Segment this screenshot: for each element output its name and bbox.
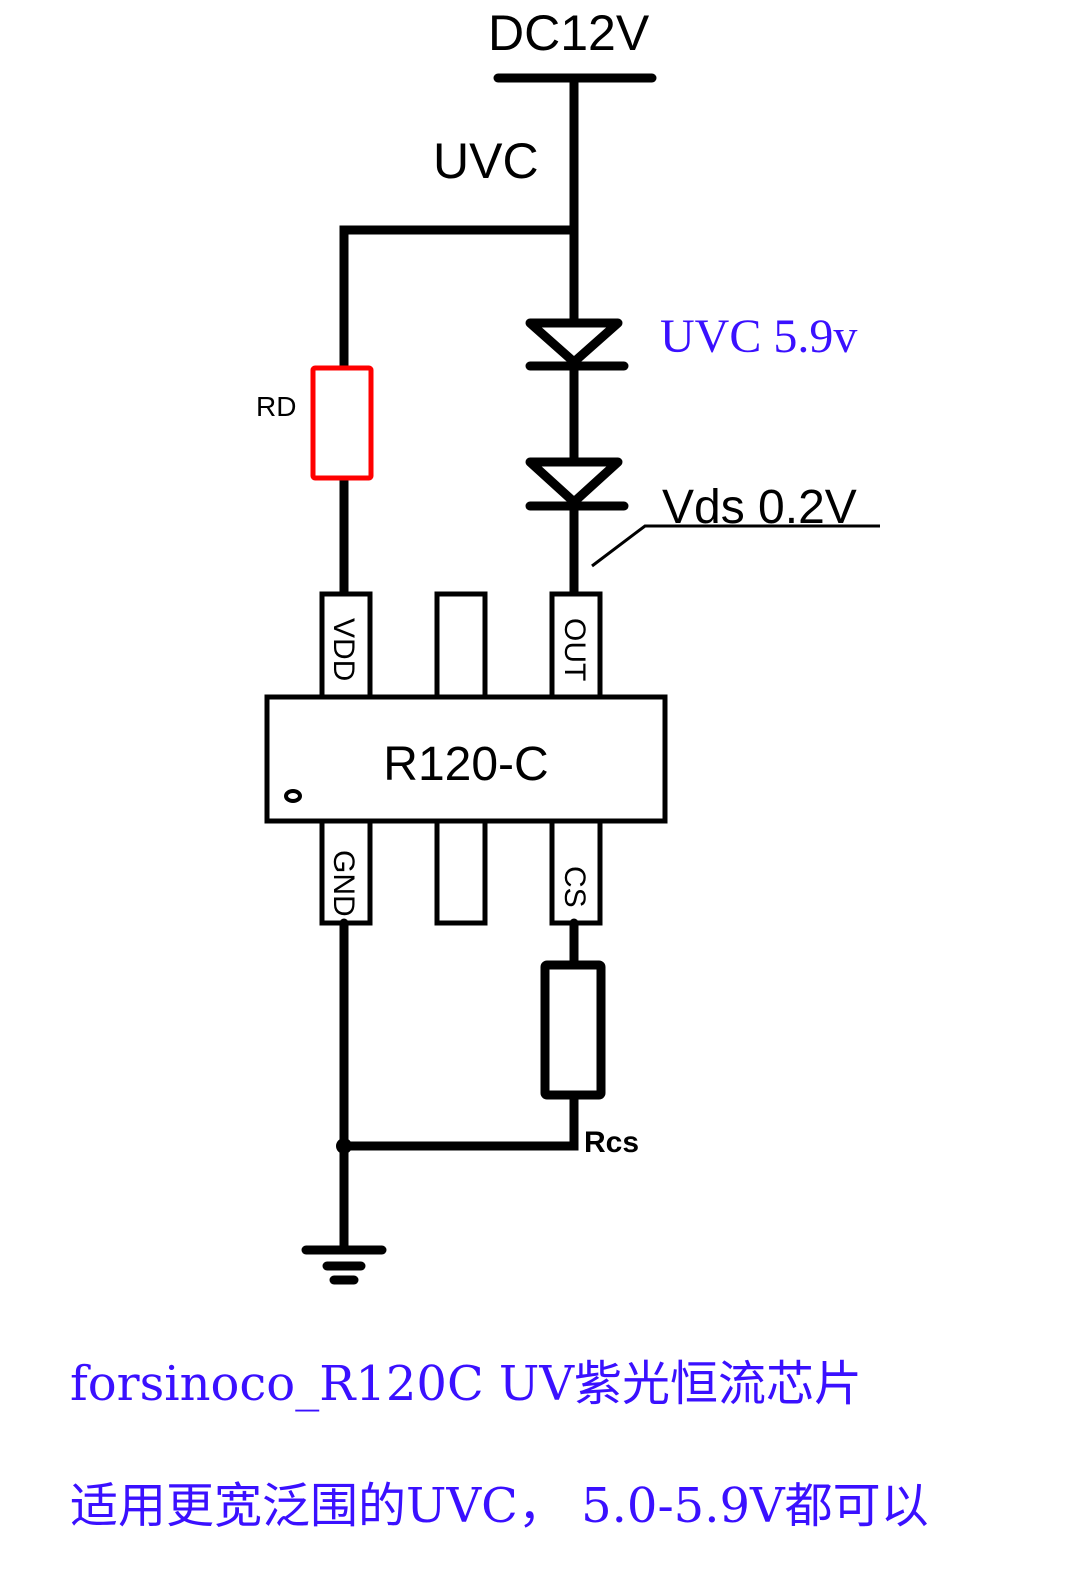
- vds-leader-line: [591, 524, 880, 568]
- caption-description: 适用更宽泛围的UVC， 5.0-5.9V都可以: [70, 1478, 929, 1534]
- caption-title: forsinoco_R120C UV紫光恒流芯片: [70, 1356, 863, 1412]
- ic-name: R120-C: [383, 738, 548, 791]
- ground-symbol-icon: [301, 1245, 387, 1285]
- pin-nc-bottom: [434, 818, 488, 926]
- resistor-rd: [310, 365, 374, 481]
- vds-annotation: Vds 0.2V: [662, 481, 857, 534]
- pin-nc-top: [434, 591, 488, 700]
- resistor-rd-label: RD: [256, 391, 296, 422]
- pin-gnd: [319, 818, 373, 926]
- pin1-marker-icon: [284, 789, 302, 803]
- uvc-led-1: [525, 318, 629, 371]
- pin-gnd-label: GND: [327, 850, 360, 917]
- resistor-rcs-label: Rcs: [584, 1126, 639, 1159]
- rcs-to-gnd-wire: [339, 1090, 579, 1151]
- led-voltage-annotation: UVC 5.9v: [660, 310, 857, 363]
- pin-vdd: [319, 591, 373, 700]
- pin-out-label: OUT: [558, 618, 591, 681]
- pin-out: [549, 591, 603, 700]
- uvc-led-2: [525, 457, 629, 511]
- uvc-branch-label: UVC: [433, 133, 539, 189]
- pin-cs-label: CS: [558, 866, 591, 908]
- rd-branch-wire: [339, 225, 579, 373]
- supply-label: DC12V: [488, 5, 650, 61]
- resistor-rcs: [540, 960, 606, 1100]
- pin-vdd-label: VDD: [327, 618, 360, 681]
